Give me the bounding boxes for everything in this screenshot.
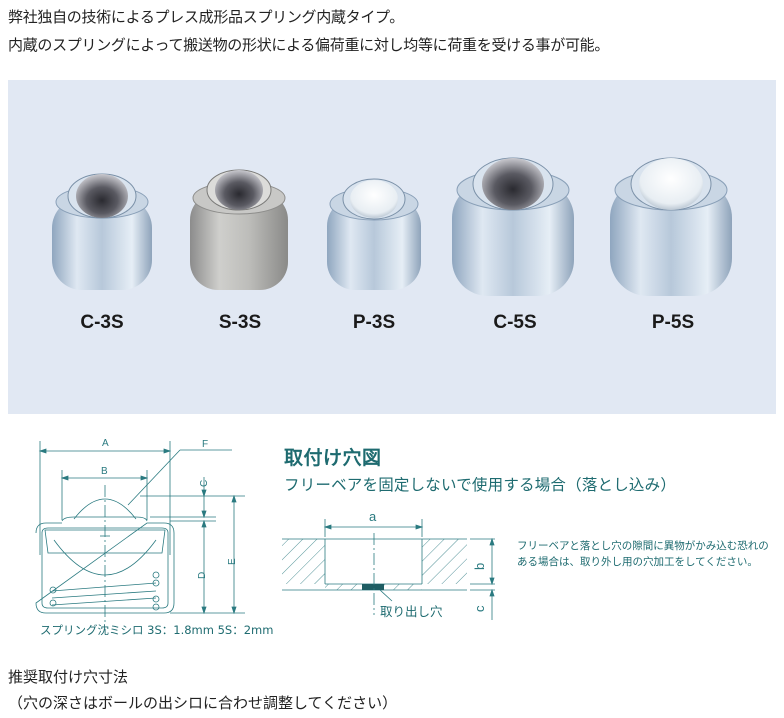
hole-label-c: c <box>472 605 487 612</box>
hole-label-a: a <box>369 509 377 524</box>
mounting-hole-title: 取付け穴図 <box>284 447 382 469</box>
product-image-p-5s <box>610 157 732 296</box>
product-image-s-3s <box>190 169 288 290</box>
intro-line-1: 弊社独自の技術によるプレス成形品スプリング内蔵タイプ。 <box>8 8 405 26</box>
dim-label-f: F <box>202 439 208 450</box>
hole-label-b: b <box>472 563 487 570</box>
footer-title: 推奨取付け穴寸法 <box>8 668 129 686</box>
dim-label-b-upper: B <box>101 466 108 477</box>
product-image-c-5s <box>452 157 574 296</box>
removal-hole-label: 取り出し穴 <box>380 604 443 619</box>
dim-label-d: D <box>197 572 208 579</box>
dimension-drawing: A B F C D E <box>35 438 245 625</box>
intro-line-2: 内蔵のスプリングによって搬送物の形状による偏荷重に対し均等に荷重を受ける事が可能… <box>8 36 610 54</box>
footer-note: （穴の深さはボールの出シロに合わせ調整してください） <box>8 694 398 712</box>
product-photos <box>52 157 732 296</box>
dim-label-e: E <box>227 558 238 565</box>
product-panel: C-3S S-3S P-3S C-5S P-5S <box>8 80 776 414</box>
mounting-hole-subtitle: フリーベアを固定しないで使用する場合（落とし込み） <box>284 476 677 494</box>
mounting-hole-drawing: a b c <box>282 509 495 620</box>
spring-note: スプリング沈ミシロ 3S：1.8mm 5S：2mm <box>40 623 274 637</box>
dim-label-c-upper: C <box>199 480 210 487</box>
dim-label-a-upper: A <box>102 438 109 449</box>
product-image-c-3s <box>52 173 152 290</box>
mounting-hole-note: フリーベアと落とし穴の隙間に異物がかみ込む恐れのある場合は、取り外し用の穴加工を… <box>517 540 769 568</box>
product-image-p-3s <box>327 178 421 290</box>
